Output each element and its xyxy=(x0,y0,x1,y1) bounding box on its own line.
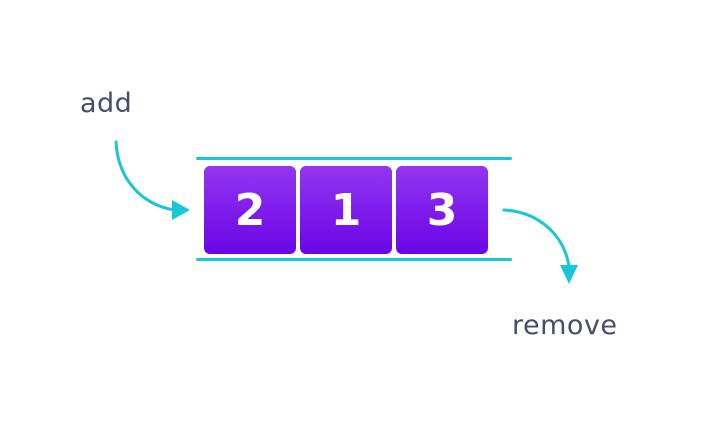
queue-item-1: 1 xyxy=(300,166,392,254)
queue-bottom-rail xyxy=(196,258,512,261)
queue-item-2: 3 xyxy=(396,166,488,254)
add-label: add xyxy=(80,88,133,119)
remove-arrow-icon xyxy=(502,208,578,284)
remove-label: remove xyxy=(512,310,618,341)
add-arrow-icon xyxy=(114,140,190,220)
queue-item-0: 2 xyxy=(204,166,296,254)
queue-top-rail xyxy=(196,157,512,160)
